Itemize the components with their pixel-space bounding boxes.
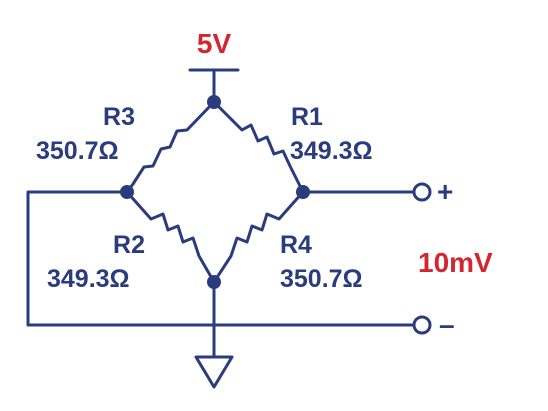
r2-value: 349.3Ω [47, 265, 130, 293]
resistor-r3 [125, 100, 216, 194]
positive-terminal [412, 182, 432, 202]
junction-nodes [120, 95, 310, 289]
resistor-r4 [212, 190, 305, 284]
r2-name: R2 [113, 231, 145, 259]
r3-name: R3 [103, 103, 135, 131]
negative-sign: – [439, 309, 455, 340]
r4-value: 350.7Ω [280, 265, 363, 293]
output-negative-wire [26, 190, 416, 327]
node-left [120, 185, 134, 199]
r4-name: R4 [280, 231, 312, 259]
r1-value: 349.3Ω [290, 137, 373, 165]
ground-symbol [194, 280, 234, 389]
node-top [207, 95, 221, 109]
r1-name: R1 [291, 103, 323, 131]
node-bottom [207, 275, 221, 289]
resistor-r2 [125, 190, 216, 284]
supply-voltage-label: 5V [197, 28, 232, 59]
output-voltage-label: 10mV [418, 247, 493, 278]
bridge-arms [125, 100, 305, 284]
resistor-r1 [212, 100, 305, 194]
negative-terminal [412, 315, 432, 335]
node-right [296, 185, 310, 199]
r3-value: 350.7Ω [36, 137, 119, 165]
positive-sign: + [437, 176, 453, 207]
